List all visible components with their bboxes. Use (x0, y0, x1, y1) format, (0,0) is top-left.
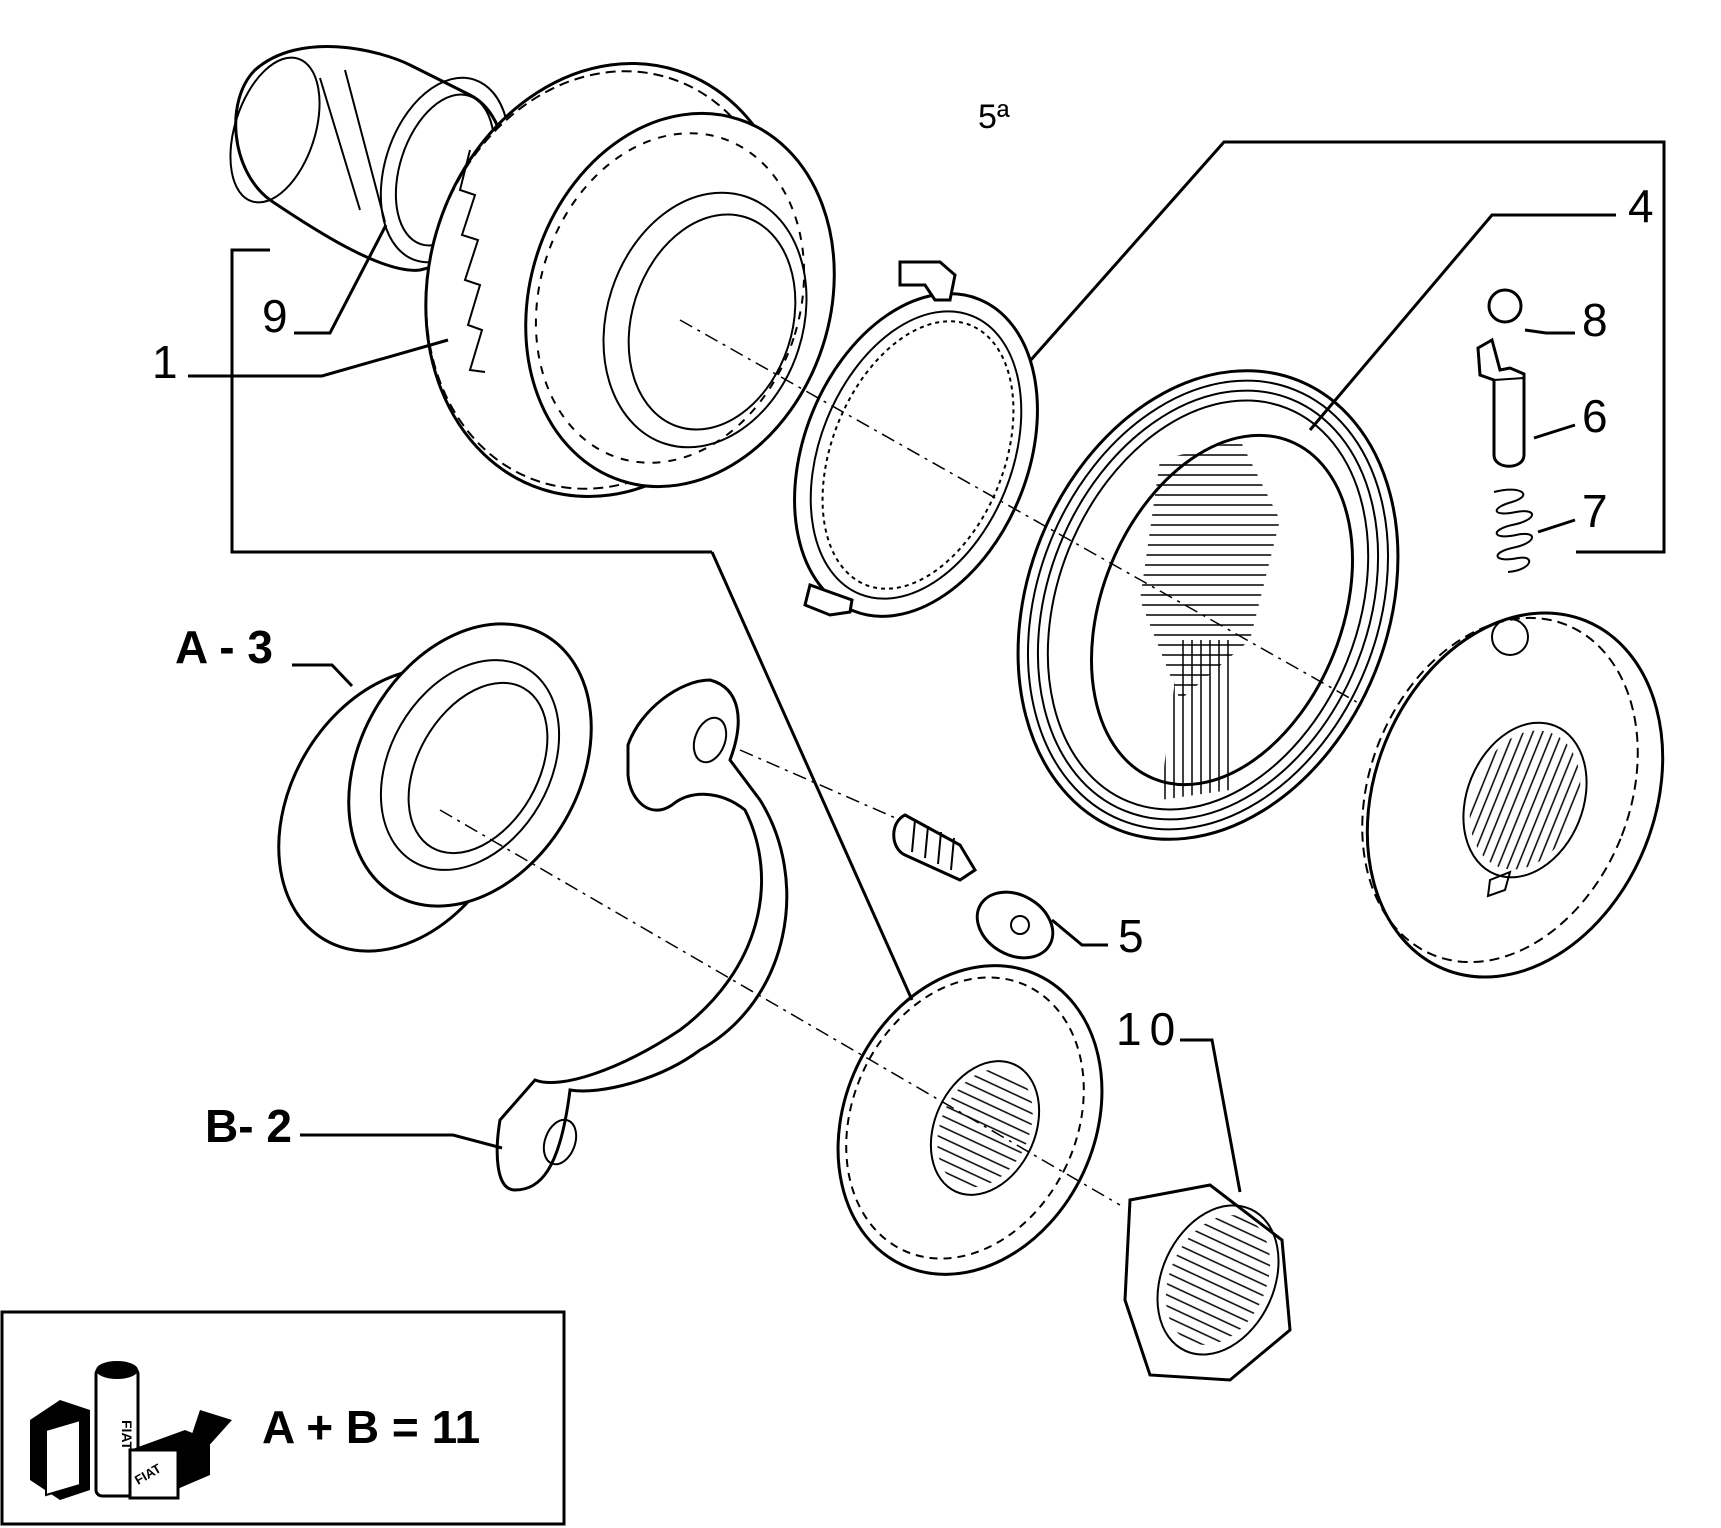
leader-lines (188, 213, 1616, 1193)
bolt-part-5 (892, 813, 1055, 960)
callout-part-1: 1 (152, 336, 178, 388)
ball-part-8 (1487, 288, 1523, 324)
callout-part-8: 8 (1582, 294, 1608, 346)
output-gear (836, 964, 1104, 1276)
callout-part-7: 7 (1582, 485, 1608, 537)
assembly-bracket (230, 140, 1666, 554)
bearing-part-a3 (277, 622, 593, 953)
kit-equation: A + B = 11 (262, 1401, 480, 1453)
callout-part-5: 5 (1118, 910, 1144, 962)
plunger-part-6 (1476, 337, 1526, 468)
callout-labels: 9 1 4 8 6 7 5 10 A - 3 B- 2 (152, 180, 1654, 1152)
sleeve-part-4 (1016, 369, 1400, 841)
nut-part-10 (1123, 1183, 1292, 1382)
gear-part-1 (424, 62, 836, 498)
callout-part-4: 4 (1628, 180, 1654, 232)
kit-box: FIAT FIAT A + B = 11 (0, 1310, 566, 1526)
synchro-ring (793, 260, 1039, 618)
diagram-title: 5ª (978, 98, 1010, 136)
retaining-plate-part-b2 (495, 678, 789, 1192)
callout-part-b2: B- 2 (205, 1100, 292, 1152)
callout-part-10: 10 (1116, 1003, 1183, 1055)
assembly-axis-lines (439, 319, 1363, 1206)
spring-part-7 (1493, 488, 1533, 573)
callout-part-9: 9 (262, 290, 288, 342)
callout-part-a3: A - 3 (175, 621, 273, 673)
fiat-parts-logo: FIAT FIAT (30, 1361, 232, 1500)
logo-text-can: FIAT (119, 1420, 135, 1451)
callout-part-6: 6 (1582, 390, 1608, 442)
synchro-hub (1361, 611, 1665, 979)
